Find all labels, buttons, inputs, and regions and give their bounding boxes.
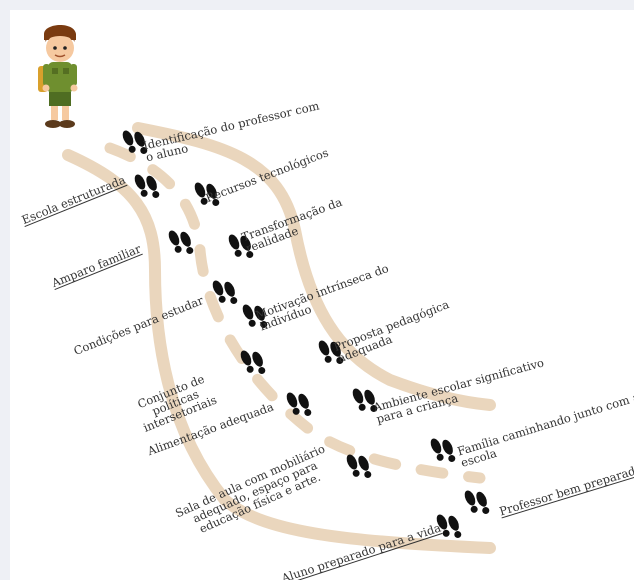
footprint-icon: [318, 340, 344, 365]
footprint-icon: [436, 514, 462, 539]
footprint-icon: [228, 234, 254, 259]
footprint-icon: [240, 350, 266, 375]
footprint-icon: [286, 392, 312, 417]
footprint-layer: [122, 130, 490, 539]
path-stroke-right: [132, 122, 496, 411]
footprint-icon: [346, 454, 372, 479]
path-stroke-left: [62, 149, 496, 554]
footprint-icon: [464, 490, 490, 515]
path-stroke-middle: [104, 142, 486, 484]
path-layer: [62, 122, 496, 554]
cartoon-boy-icon: [38, 24, 78, 128]
winding-path: [62, 122, 496, 554]
diagram-canvas: Identificação do professor com o aluno E…: [10, 10, 634, 580]
footprint-icon: [168, 230, 194, 255]
footprint-icon: [212, 280, 238, 305]
footprint-icon: [242, 304, 268, 329]
footprint-icon: [430, 438, 456, 463]
footprint-icon: [352, 388, 378, 413]
footprint-icon: [194, 182, 220, 207]
footprint-icon: [122, 130, 148, 155]
footprint-icon: [134, 174, 160, 199]
